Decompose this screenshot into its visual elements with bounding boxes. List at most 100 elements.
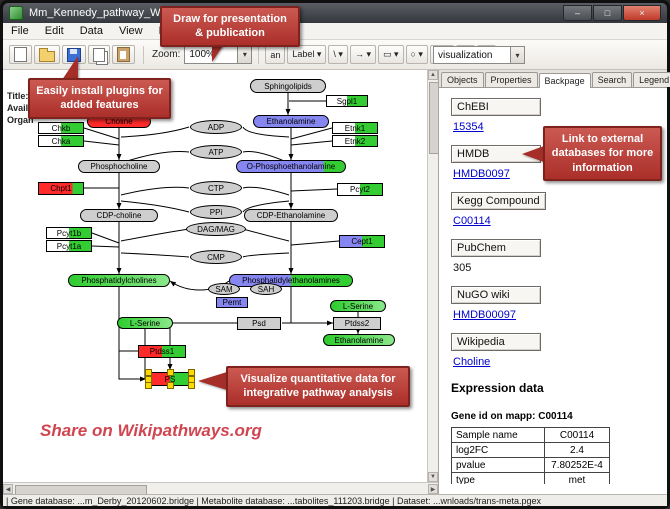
ellipse-tool-button[interactable]: ○ ▾	[405, 45, 428, 64]
pathway-node-phosphatidylethanolamines[interactable]: Phosphatidylethanolamines	[229, 274, 353, 287]
file-buttons	[9, 45, 137, 64]
tab-legend[interactable]: Legend	[633, 72, 670, 87]
pathway-node-chpt1[interactable]: Chpt1	[38, 182, 84, 195]
rect-tool-button[interactable]: ▭ ▾	[377, 45, 404, 64]
new-icon	[14, 47, 27, 62]
backpage-header-chebi: ChEBI	[451, 98, 541, 116]
close-button[interactable]: ×	[623, 5, 661, 21]
menu-item-file[interactable]: File	[11, 25, 29, 37]
pathway-node-cept1[interactable]: Cept1	[339, 235, 385, 248]
tab-backpage[interactable]: Backpage	[538, 73, 591, 88]
selection-handle[interactable]	[167, 382, 174, 389]
line-tool-button[interactable]: \ ▾	[328, 45, 348, 64]
pathway-node-sphingolipids[interactable]: Sphingolipids	[250, 79, 326, 93]
copy-button[interactable]	[88, 45, 110, 64]
backpage-value-nugo-wiki[interactable]: HMDB00097	[453, 309, 516, 321]
backpage-value-wikipedia[interactable]: Choline	[453, 356, 491, 368]
pathway-node-pemt[interactable]: Pemt	[216, 297, 248, 308]
paste-button[interactable]	[112, 45, 135, 64]
pathway-node-etnk1[interactable]: Etnk1	[332, 122, 378, 134]
selection-handle[interactable]	[188, 382, 195, 389]
pathway-node-ptdss1[interactable]: Ptdss1	[138, 345, 186, 358]
pathway-node-psd[interactable]: Psd	[237, 317, 281, 330]
pathway-node-phosphocholine[interactable]: Phosphocholine	[78, 160, 160, 173]
pathway-node-etnk2[interactable]: Etnk2	[332, 135, 378, 147]
pathway-availability-label: Avail	[7, 103, 29, 113]
visualization-combo[interactable]: visualization	[433, 46, 525, 64]
pathway-canvas[interactable]: Title: Avail Organ	[3, 70, 427, 482]
arrow-tool-button[interactable]: → ▾	[349, 45, 376, 64]
toolbar-separator	[258, 45, 260, 64]
pathway-node-pcyt1b[interactable]: Pcyt1b	[46, 227, 92, 239]
text-tool-button[interactable]: an	[265, 45, 286, 64]
tab-search[interactable]: Search	[591, 72, 633, 87]
backpage-header-kegg-compound: Kegg Compound	[451, 192, 546, 210]
pathway-node-adp[interactable]: ADP	[190, 120, 242, 134]
vertical-scrollbar[interactable]: ▲ ▼	[427, 70, 439, 482]
pathway-node-ps[interactable]: PS	[145, 369, 195, 389]
pathway-node-pcyt1a[interactable]: Pcyt1a	[46, 240, 92, 252]
toolbar-separator	[143, 45, 144, 64]
callout-visualize: Visualize quantitative data for integrat…	[226, 366, 410, 407]
pathway-node-phosphatidylcholines[interactable]: Phosphatidylcholines	[68, 274, 170, 287]
pathway-node-ptdss2[interactable]: Ptdss2	[333, 317, 381, 330]
backpage-value-hmdb[interactable]: HMDB0097	[453, 168, 510, 180]
pathway-node-chkb[interactable]: Chkb	[38, 122, 84, 134]
pathway-node-sgpl1[interactable]: Sgpl1	[326, 95, 368, 107]
window-controls: – □ ×	[562, 5, 661, 21]
selection-handle[interactable]	[167, 369, 174, 376]
workspace: Title: Avail Organ	[3, 70, 670, 495]
horizontal-scrollbar[interactable]: ◀ ▶	[3, 482, 438, 495]
backpage-header-nugo-wiki: NuGO wiki	[451, 286, 541, 304]
backpage-header-wikipedia: Wikipedia	[451, 333, 541, 351]
selection-handle[interactable]	[188, 369, 195, 376]
share-text: Share on Wikipathways.org	[40, 421, 262, 440]
pathway-node-ppi[interactable]: PPi	[190, 205, 242, 219]
menu-item-view[interactable]: View	[118, 25, 143, 37]
scroll-up-icon[interactable]: ▲	[428, 70, 438, 80]
pathway-node-ethanolamine[interactable]: Ethanolamine	[253, 115, 329, 128]
open-button[interactable]	[34, 45, 60, 64]
backpage-value-kegg-compound[interactable]: C00114	[453, 215, 491, 227]
minimize-button[interactable]: –	[563, 5, 592, 21]
new-file-button[interactable]	[9, 45, 32, 64]
expression-table-cell: type	[451, 472, 545, 484]
menu-item-data[interactable]: Data	[79, 25, 103, 37]
pathway-node-chka[interactable]: Chka	[38, 135, 84, 147]
selection-handle[interactable]	[145, 382, 152, 389]
tab-properties[interactable]: Properties	[484, 72, 538, 87]
status-bar: | Gene database: ...m_Derby_20120602.bri…	[3, 494, 667, 506]
pathway-node-cmp[interactable]: CMP	[190, 250, 242, 264]
pathway-node-ctp[interactable]: CTP	[190, 181, 242, 195]
pathway-node-cdp-choline[interactable]: CDP-choline	[80, 209, 158, 222]
pathway-node-l-serine[interactable]: L-Serine	[117, 317, 173, 329]
pathway-node-ethanolamine[interactable]: Ethanolamine	[323, 334, 395, 346]
zoom-label: Zoom:	[152, 49, 181, 60]
pathway-organism-label: Organ	[7, 115, 34, 125]
scroll-down-icon[interactable]: ▼	[428, 472, 438, 482]
backpage-value-pubchem: 305	[453, 262, 472, 274]
scroll-right-icon[interactable]: ▶	[428, 484, 438, 494]
menu-item-edit[interactable]: Edit	[44, 25, 64, 37]
gene-id-line: Gene id on mapp: C00114	[451, 411, 573, 422]
pathway-node-dag-mag[interactable]: DAG/MAG	[186, 222, 246, 236]
pathway-node-sah[interactable]: SAH	[250, 283, 282, 295]
callout-visualize-arrow-icon	[198, 372, 227, 390]
pathway-node-l-serine[interactable]: L-Serine	[330, 300, 386, 312]
label-tool-button[interactable]: Label ▾	[287, 45, 327, 64]
tab-objects[interactable]: Objects	[441, 72, 484, 87]
pathway-node-cdp-ethanolamine[interactable]: CDP-Ethanolamine	[244, 209, 338, 222]
pathway-node-sam[interactable]: SAM	[208, 283, 240, 295]
selection-handle[interactable]	[145, 369, 152, 376]
pathway-node-atp[interactable]: ATP	[190, 145, 242, 159]
maximize-button[interactable]: □	[593, 5, 622, 21]
title-bar[interactable]: Mm_Kennedy_pathway_WP1771_45176.gpml... …	[3, 3, 667, 23]
copy-icon	[93, 47, 105, 62]
pathway-node-pcyt2[interactable]: Pcyt2	[337, 183, 383, 196]
scroll-left-icon[interactable]: ◀	[3, 484, 13, 494]
backpage-value-chebi[interactable]: 15354	[453, 121, 484, 133]
pathway-node-o-phosphoethanolamine[interactable]: O-Phosphoethanolamine	[236, 160, 346, 173]
